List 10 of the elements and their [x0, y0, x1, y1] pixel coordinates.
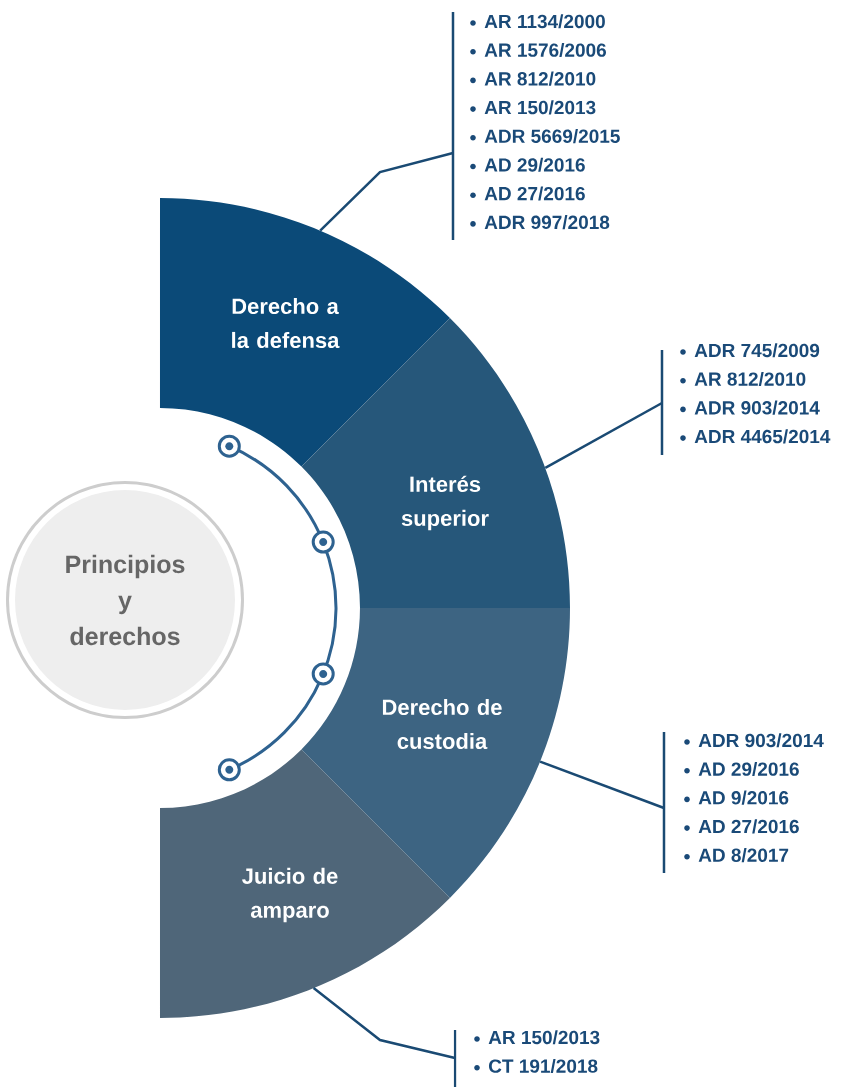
reference-list: ADR 903/2014 AD 29/2016 AD 9/2016 AD 27/2016 AD 8/2017 — [662, 732, 824, 873]
leader-line — [539, 760, 665, 810]
reference-list: AR 1134/2000 AR 1576/2006 AR 812/2010 AR 150/2013 ADR 5669/2015 AD 29/2016 AD 27/2016 ADR 997/2018 — [451, 12, 620, 240]
reference-list: AR 150/2013 CT 191/2018 — [453, 1030, 600, 1087]
ring-segment: Derecho a la defensa — [160, 198, 450, 467]
leader-line — [319, 151, 454, 232]
leader-line — [312, 987, 456, 1060]
ring-segment: Juicio de amparo — [160, 749, 450, 1018]
leader-line — [544, 401, 663, 469]
reference-list: ADR 745/2009 AR 812/2010 ADR 903/2014 ADR 4465/2014 — [660, 343, 831, 455]
